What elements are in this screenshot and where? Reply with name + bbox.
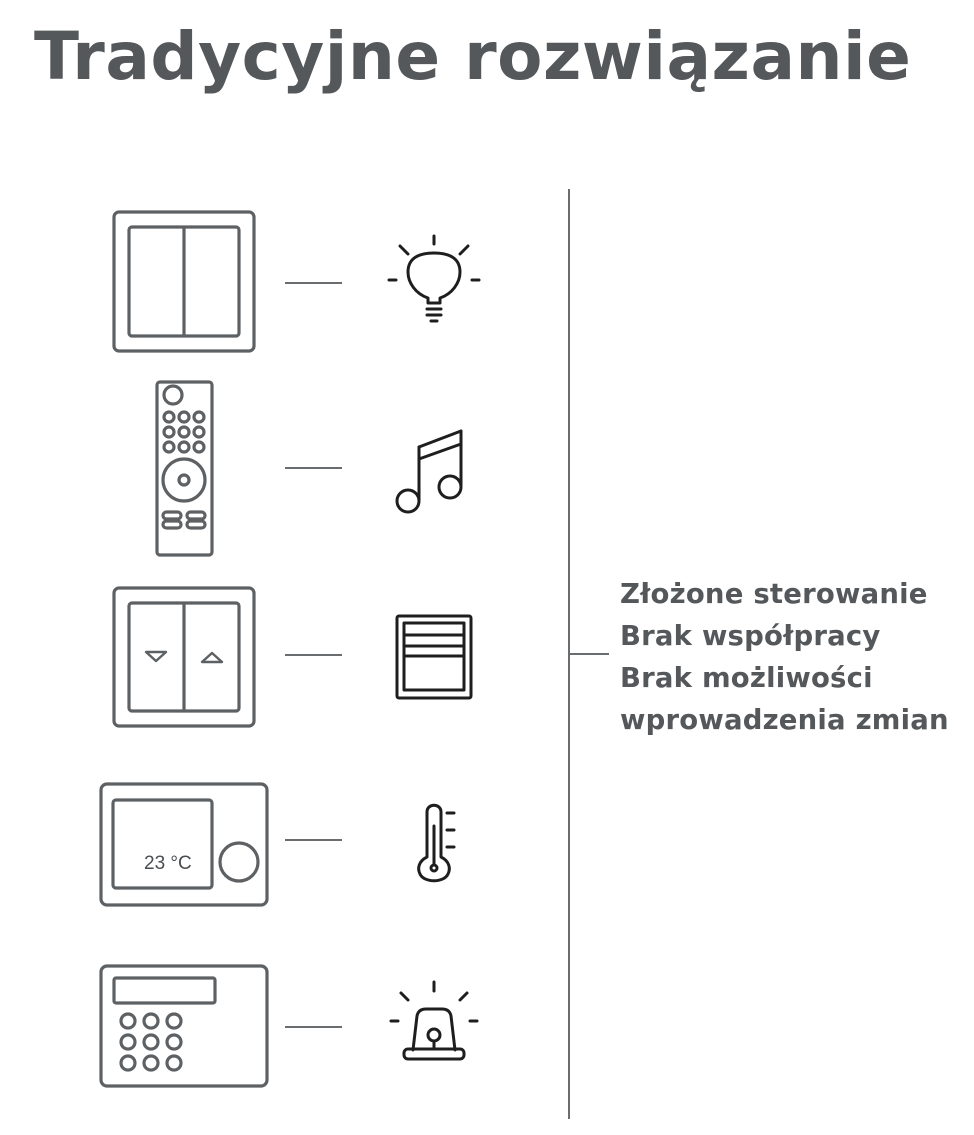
drawback-item: Złożone sterowanie	[620, 578, 928, 610]
bracket-branch-line	[569, 653, 609, 655]
drawback-item: Brak możliwości	[620, 662, 873, 694]
drawbacks-list: Złożone sterowanie Brak współpracy Brak …	[620, 573, 949, 741]
drawback-item: wprowadzenia zmian	[620, 704, 949, 736]
thermostat-display: 23 °C	[144, 853, 192, 874]
drawback-item: Brak współpracy	[620, 620, 881, 652]
page-title: Tradycyjne rozwiązanie	[34, 18, 912, 95]
